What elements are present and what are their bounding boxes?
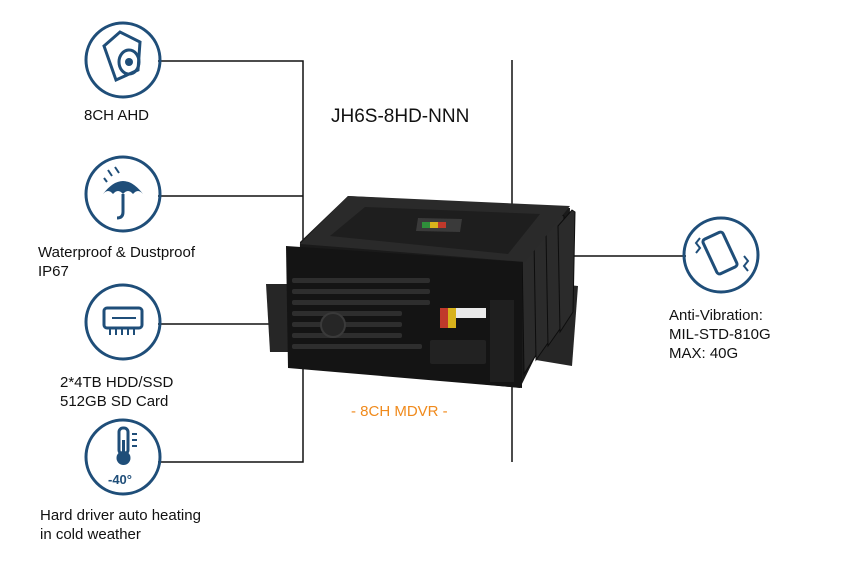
thermometer-icon [116, 426, 137, 465]
feature-storage-line1: 2*4TB HDD/SSD [60, 374, 174, 391]
feature-vibration-label: Anti-Vibration: MIL-STD-810G MAX: 40G [669, 306, 771, 363]
feature-ahd-label: 8CH AHD [84, 106, 149, 125]
feature-heating-line1: Hard driver auto heating [40, 507, 201, 524]
hdd-icon [102, 306, 144, 335]
feature-waterproof-line2: IP67 [38, 263, 69, 280]
feature-vibration-line1: Anti-Vibration: [669, 307, 763, 324]
thermometer-icon-label: -40° [108, 472, 132, 487]
feature-storage-line2: 512GB SD Card [60, 393, 169, 410]
feature-storage-label: 2*4TB HDD/SSD 512GB SD Card [60, 373, 173, 411]
umbrella-icon [103, 166, 143, 220]
feature-ahd-line1: 8CH AHD [84, 107, 150, 124]
feature-waterproof-label: Waterproof & Dustproof IP67 [38, 243, 195, 281]
feature-vibration-line3: MAX: 40G [669, 345, 739, 362]
feature-heating-line2: in cold weather [40, 526, 141, 543]
vibrating-phone-icon [694, 230, 750, 276]
feature-vibration-line2: MIL-STD-810G [669, 326, 771, 343]
product-type-subtitle: - 8CH MDVR - [351, 403, 448, 420]
product-model-title: JH6S-8HD-NNN [331, 106, 470, 127]
camera-icon [102, 30, 142, 83]
feature-waterproof-line1: Waterproof & Dustproof [38, 244, 196, 261]
feature-heating-label: Hard driver auto heating in cold weather [40, 506, 201, 544]
